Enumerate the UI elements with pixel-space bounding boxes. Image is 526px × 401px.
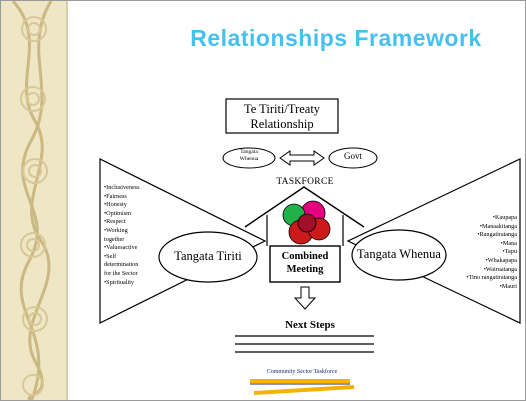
tangata-whenua-small-label: Tangata Whenua xyxy=(239,149,259,162)
govt-ellipse xyxy=(328,147,378,169)
slide-title: Relationships Framework xyxy=(190,25,482,51)
list-item: •Tapu xyxy=(502,248,517,256)
combined-meeting-label: Combined Meeting xyxy=(281,251,329,275)
next-steps-label: Next Steps xyxy=(285,319,335,331)
list-item: •Fairness xyxy=(104,192,127,200)
list-item: •Rangatiratanga xyxy=(477,231,517,239)
list-item: •Manaakitanga xyxy=(479,222,517,230)
list-item: •Kaupapa xyxy=(492,214,517,221)
left-triangle xyxy=(99,158,267,324)
list-item: •Respect xyxy=(104,218,126,226)
down-arrow-icon xyxy=(293,286,317,310)
left-values-list: •Inclusiveness •Fairness •Honesty •Optim… xyxy=(104,184,140,287)
list-item: •Inclusiveness xyxy=(104,184,140,191)
tangata-tiriti-ellipse xyxy=(158,231,258,283)
treaty-box-text: Te Tiriti/Treaty Relationship xyxy=(243,102,321,131)
relationships-diagram xyxy=(99,98,521,395)
govt-label: Govt xyxy=(344,151,362,161)
list-item: •Optimism xyxy=(104,209,131,217)
double-arrow-icon xyxy=(279,150,325,166)
list-item: •Wairuatanga xyxy=(483,265,517,273)
tangata-tiriti-label: Tangata Tiriti xyxy=(174,249,242,263)
treaty-box xyxy=(225,98,339,134)
list-item: •Tino rangatiratanga xyxy=(466,274,517,282)
list-item: for the Sector xyxy=(104,269,138,277)
house-roof xyxy=(244,186,365,228)
list-item: together xyxy=(104,235,125,243)
tangata-whenua-label: Tangata Whenua xyxy=(357,247,441,261)
footer-logo xyxy=(250,379,354,395)
list-item: •Mana xyxy=(500,239,517,247)
koru-pattern-band xyxy=(1,1,68,400)
next-steps-lines xyxy=(235,335,374,353)
list-item: •Mauri xyxy=(499,282,517,290)
tangata-whenua-ellipse xyxy=(351,229,447,281)
list-item: •Spirituality xyxy=(104,278,135,286)
taskforce-circles xyxy=(282,200,331,245)
list-item: determination xyxy=(104,261,139,269)
tangata-whenua-small-ellipse xyxy=(222,147,276,169)
right-values-list: •Kaupapa •Manaakitanga •Rangatiratanga •… xyxy=(442,214,517,291)
list-item: •Valuesactive xyxy=(104,244,138,252)
list-item: •Whakapapa xyxy=(485,256,517,264)
combined-meeting-box xyxy=(269,245,341,283)
list-item: •Self xyxy=(104,252,117,260)
list-item: •Working xyxy=(104,226,128,234)
list-item: •Honesty xyxy=(104,201,127,209)
footer-text: Community Sector Taskforce xyxy=(266,369,338,375)
taskforce-label: TASKFORCE xyxy=(276,177,334,187)
right-triangle xyxy=(346,158,521,324)
